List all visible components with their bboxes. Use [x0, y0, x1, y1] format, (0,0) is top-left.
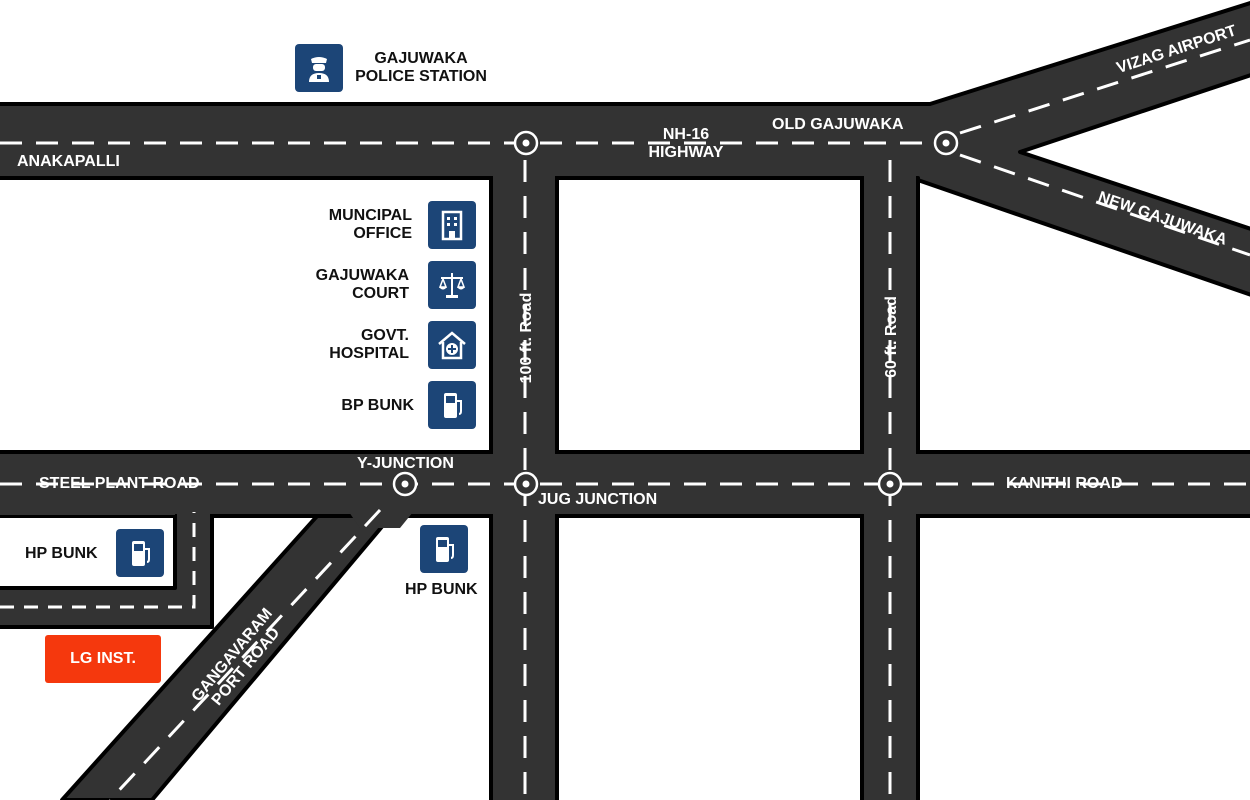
junction-marker-old-gajuwaka [933, 130, 959, 156]
airport-dashes [959, 38, 1250, 135]
nh16-label-line1: NH-16 [662, 126, 710, 143]
fuel-pump-icon [420, 525, 468, 573]
lg-inst-marker[interactable]: LG INST. [45, 635, 161, 683]
hospital-label-line2: HOSPITAL [329, 345, 409, 362]
scales-of-justice-icon [428, 261, 476, 309]
hospital-label: GOVT. HOSPITAL [290, 327, 409, 363]
police-officer-icon [295, 44, 343, 92]
jug-junction-label: JUG JUNCTION [538, 491, 658, 508]
hospital-label-line1: GOVT. [360, 327, 409, 344]
hp-loop-dashes [0, 512, 196, 609]
junction-marker-kanithi [877, 471, 903, 497]
loop-joint-fill [177, 510, 210, 518]
fuel-pump-icon [116, 529, 164, 577]
kanithi-road-label: KANITHI ROAD [1006, 475, 1123, 492]
road-100ft-label: 100 ft. Road [518, 293, 535, 384]
nh16-highway-label: NH-16 HIGHWAY [630, 126, 742, 162]
junction-marker-jug-junction [513, 471, 539, 497]
nh16-fill [0, 106, 928, 176]
hp-bunk-center-label: HP BUNK [405, 581, 478, 598]
fuel-pump-icon [428, 381, 476, 429]
new-gajuwaka-dashes [959, 153, 1250, 257]
gangavaram-dashes [108, 508, 382, 800]
junction-marker-nh16-100ft [513, 130, 539, 156]
municipal-office-label: MUNCIPAL OFFICE [290, 207, 412, 243]
police-station-label: GAJUWAKA POLICE STATION [349, 50, 493, 86]
police-station-label-line1: GAJUWAKA [374, 50, 468, 67]
hospital-icon [428, 321, 476, 369]
bp-bunk-label: BP BUNK [341, 397, 414, 414]
junction-marker-y-junction [392, 471, 418, 497]
municipal-office-label-line2: OFFICE [353, 225, 412, 242]
old-gajuwaka-label: OLD GAJUWAKA [772, 116, 904, 133]
hp-bunk-loop-road [0, 510, 214, 629]
anakapalli-label: ANAKAPALLI [17, 153, 120, 170]
court-label: GAJUWAKA COURT [290, 267, 409, 303]
y-junction-label: Y-JUNCTION [357, 455, 454, 472]
court-label-line2: COURT [352, 285, 409, 302]
road-60ft-label: 60 ft. Road [883, 296, 900, 378]
hp-bunk-left-label: HP BUNK [25, 545, 98, 562]
municipal-office-label-line1: MUNCIPAL [328, 207, 412, 224]
nh16-label-line2: HIGHWAY [648, 144, 724, 161]
office-building-icon [428, 201, 476, 249]
court-label-line1: GAJUWAKA [315, 267, 409, 284]
police-station-label-line2: POLICE STATION [355, 68, 487, 85]
steel-plant-road-label: STEEL PLANT ROAD [39, 475, 200, 492]
